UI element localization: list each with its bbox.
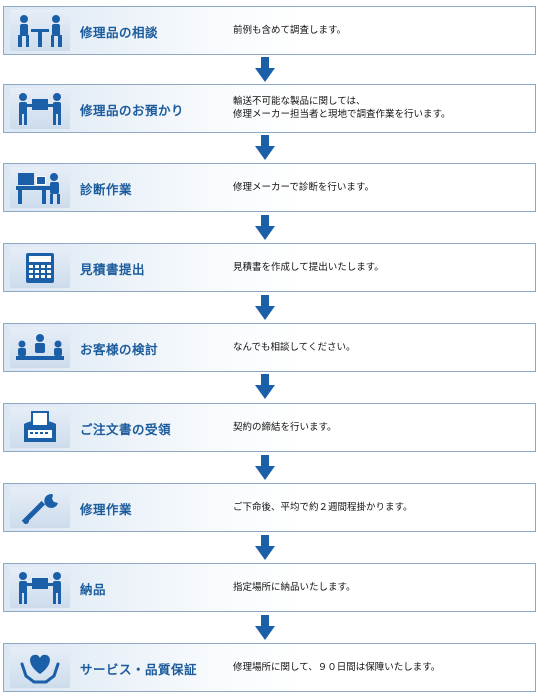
step-description: 修理メーカーで診断を行います。 [233, 182, 374, 193]
down-arrow-icon [255, 295, 275, 320]
down-arrow-icon [255, 535, 275, 560]
heart-hands-icon [10, 647, 70, 688]
wrench-icon [10, 487, 70, 528]
step-receiving: 修理品のお預かり 輸送不可能な製品に関しては、修理メーカー担当者と現地で調査作業… [3, 84, 536, 133]
down-arrow-icon [255, 455, 275, 480]
step-title: 修理品のお預かり [80, 103, 185, 118]
step-description: 契約の締結を行います。 [233, 422, 337, 433]
step-title: 修理品の相談 [80, 25, 159, 40]
conference-icon [10, 327, 70, 368]
step-repair: 修理作業 ご下命後、平均で約２週間程掛かります。 [3, 483, 536, 532]
meeting-icon [10, 10, 70, 51]
step-title: 見積書提出 [80, 262, 146, 277]
down-arrow-icon [255, 57, 275, 82]
step-description: 輸送不可能な製品に関しては、修理メーカー担当者と現地で調査作業を行います。 [233, 96, 451, 120]
step-title: 修理作業 [80, 502, 133, 517]
step-description: 前例も含めて調査します。 [233, 25, 347, 36]
step-description: 指定場所に納品いたします。 [233, 582, 356, 593]
step-diagnosis: 診断作業 修理メーカーで診断を行います。 [3, 163, 536, 212]
step-description: ご下命後、平均で約２週間程掛かります。 [233, 502, 413, 513]
step-delivery: 納品 指定場所に納品いたします。 [3, 563, 536, 612]
step-title: 納品 [80, 582, 107, 597]
down-arrow-icon [255, 615, 275, 640]
step-order-receipt: ご注文書の受領 契約の締結を行います。 [3, 403, 536, 452]
step-estimate: 見積書提出 見積書を作成して提出いたします。 [3, 243, 536, 292]
delivery-icon [10, 567, 70, 608]
down-arrow-icon [255, 135, 275, 160]
step-title: 診断作業 [80, 182, 133, 197]
down-arrow-icon [255, 374, 275, 399]
step-description: 修理場所に関して、９０日間は保障いたします。 [233, 662, 441, 673]
workstation-icon [10, 167, 70, 208]
handover-icon [10, 88, 70, 129]
step-title: サービス・品質保証 [80, 662, 198, 677]
step-title: お客様の検討 [80, 342, 159, 357]
fax-icon [10, 407, 70, 448]
down-arrow-icon [255, 215, 275, 240]
step-customer-review: お客様の検討 なんでも相談してください。 [3, 323, 536, 372]
step-quality-guarantee: サービス・品質保証 修理場所に関して、９０日間は保障いたします。 [3, 643, 536, 692]
step-description: 見積書を作成して提出いたします。 [233, 262, 384, 273]
step-title: ご注文書の受領 [80, 422, 172, 437]
step-consultation: 修理品の相談 前例も含めて調査します。 [3, 6, 536, 55]
calculator-icon [10, 247, 70, 288]
step-description: なんでも相談してください。 [233, 342, 356, 353]
